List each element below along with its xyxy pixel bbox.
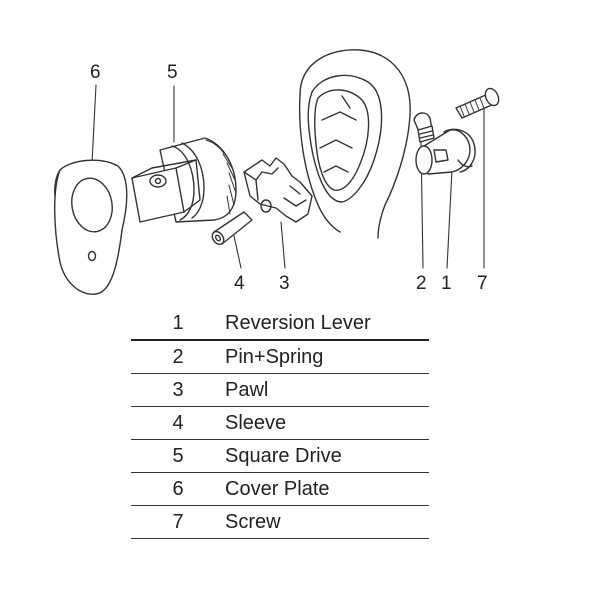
table-row: 5 Square Drive [131,440,429,473]
pawl-drawing [243,157,313,223]
sleeve-drawing [211,211,253,246]
exploded-view-diagram [54,49,500,295]
part-name: Sleeve [225,411,287,434]
part-number: 6 [172,477,184,500]
leader-lines [91,84,485,269]
part-number: 7 [172,510,184,533]
part-number: 4 [172,411,184,434]
part-number: 1 [172,311,184,334]
pin-spring-drawing [413,112,435,143]
callout-4: 4 [234,273,245,294]
part-number: 2 [172,345,184,368]
reversion-lever-drawing [415,128,476,175]
callout-7: 7 [477,273,488,294]
table-row: 4 Sleeve [131,407,429,440]
part-name: Pin+Spring [225,345,324,368]
part-number: 3 [172,378,184,401]
part-name: Screw [225,510,281,533]
parts-list-table: 1 Reversion Lever 2 Pin+Spring 3 Pawl 4 … [131,307,429,539]
part-name: Pawl [225,378,269,401]
callout-6: 6 [90,62,101,83]
table-row: 7 Screw [131,506,429,539]
table-row: 1 Reversion Lever [131,307,429,340]
screw-drawing [455,87,500,119]
callout-1: 1 [441,273,452,294]
table-row: 2 Pin+Spring [131,340,429,374]
ratchet-handle-drawing [298,49,411,239]
square-drive-drawing [131,137,237,223]
cover-plate-drawing [54,159,128,295]
callout-3: 3 [279,273,290,294]
callout-5: 5 [167,62,178,83]
part-number: 5 [172,444,184,467]
part-name: Square Drive [225,444,342,467]
table-row: 3 Pawl [131,374,429,407]
table-row: 6 Cover Plate [131,473,429,506]
part-name: Cover Plate [225,477,330,500]
callout-2: 2 [416,273,427,294]
part-name: Reversion Lever [225,311,371,334]
